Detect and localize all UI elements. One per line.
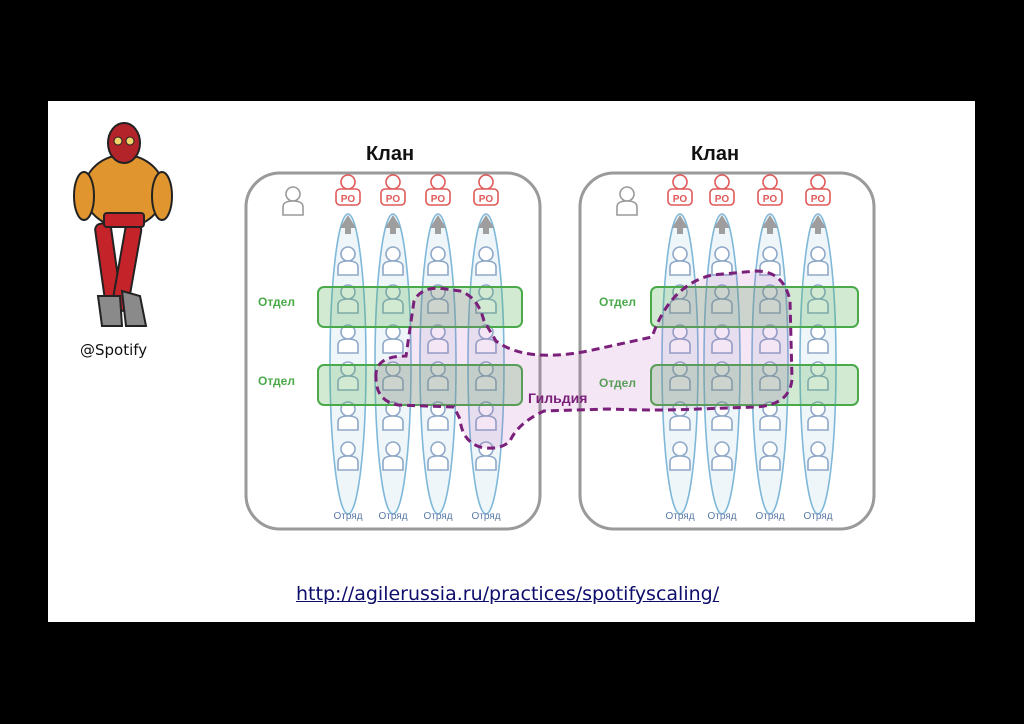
- squad-member-icon: [711, 324, 733, 354]
- squad-member-icon: [427, 284, 449, 314]
- squad-member-icon: [807, 324, 829, 354]
- po-label: PO: [763, 194, 778, 205]
- up-arrow-stem: [435, 226, 441, 234]
- squad-label: Отряд: [755, 511, 784, 522]
- squad-member-icon: [337, 324, 359, 354]
- caption: @Spotify: [80, 341, 148, 359]
- po-label: PO: [386, 194, 401, 205]
- up-arrow-stem: [677, 226, 683, 234]
- guild-label: Гильдия: [528, 390, 587, 406]
- po-label: PO: [715, 194, 730, 205]
- squad-member-icon: [382, 441, 404, 471]
- squad-member-icon: [807, 284, 829, 314]
- product-owner-icon: [380, 174, 406, 206]
- squad-member-icon: [759, 441, 781, 471]
- up-arrow-icon: [714, 215, 730, 228]
- chapter-band: [650, 286, 859, 328]
- squad-member-icon: [759, 284, 781, 314]
- tribe-lead-icon: [282, 186, 304, 216]
- tribe-title: Клан: [366, 143, 414, 165]
- tribe-title: Клан: [691, 143, 739, 165]
- squad-member-icon: [669, 441, 691, 471]
- squad-label: Отряд: [471, 511, 500, 522]
- squad-member-icon: [382, 246, 404, 276]
- up-arrow-icon: [810, 215, 826, 228]
- chapter-label: Отдел: [599, 376, 636, 390]
- squad-member-icon: [427, 324, 449, 354]
- squad-member-icon: [382, 324, 404, 354]
- product-owner-icon: [757, 174, 783, 206]
- squad-member-icon: [807, 246, 829, 276]
- squad-member-icon: [337, 284, 359, 314]
- up-arrow-stem: [483, 226, 489, 234]
- po-label: PO: [811, 194, 826, 205]
- up-arrow-stem: [815, 226, 821, 234]
- squad-member-icon: [711, 284, 733, 314]
- squad-label: Отряд: [665, 511, 694, 522]
- squad-member-icon: [759, 324, 781, 354]
- squad-label: Отряд: [707, 511, 736, 522]
- up-arrow-icon: [340, 215, 356, 228]
- chapter-band: [650, 364, 859, 406]
- chapter-label: Отдел: [258, 374, 295, 388]
- squad-label: Отряд: [423, 511, 452, 522]
- product-owner-icon: [667, 174, 693, 206]
- squad-member-icon: [337, 246, 359, 276]
- squad-member-icon: [337, 441, 359, 471]
- guild-outline: [374, 269, 794, 450]
- up-arrow-stem: [767, 226, 773, 234]
- up-arrow-icon: [430, 215, 446, 228]
- squad-label: Отряд: [803, 511, 832, 522]
- squad-member-icon: [669, 246, 691, 276]
- product-owner-icon: [805, 174, 831, 206]
- squad-member-icon: [475, 441, 497, 471]
- up-arrow-icon: [762, 215, 778, 228]
- squad-label: Отряд: [378, 511, 407, 522]
- squad-member-icon: [475, 246, 497, 276]
- product-owner-icon: [335, 174, 361, 206]
- squad-member-icon: [382, 284, 404, 314]
- squad-member-icon: [427, 246, 449, 276]
- squad-member-icon: [807, 441, 829, 471]
- squad-member-icon: [711, 441, 733, 471]
- squad-label: Отряд: [333, 511, 362, 522]
- chapter-label: Отдел: [258, 295, 295, 309]
- squad-member-icon: [711, 246, 733, 276]
- po-label: PO: [341, 194, 356, 205]
- product-owner-icon: [709, 174, 735, 206]
- chapter-label: Отдел: [599, 295, 636, 309]
- source-link[interactable]: http://agilerussia.ru/practices/spotifys…: [296, 583, 720, 605]
- up-arrow-icon: [478, 215, 494, 228]
- up-arrow-icon: [385, 215, 401, 228]
- product-owner-icon: [473, 174, 499, 206]
- po-label: PO: [673, 194, 688, 205]
- squad-member-icon: [427, 441, 449, 471]
- up-arrow-icon: [672, 215, 688, 228]
- tribe-lead-icon: [616, 186, 638, 216]
- po-label: PO: [479, 194, 494, 205]
- up-arrow-stem: [390, 226, 396, 234]
- product-owner-icon: [425, 174, 451, 206]
- up-arrow-stem: [345, 226, 351, 234]
- squad-member-icon: [669, 324, 691, 354]
- up-arrow-stem: [719, 226, 725, 234]
- po-label: PO: [431, 194, 446, 205]
- squad-member-icon: [759, 246, 781, 276]
- wrestler-mascot-icon: [73, 122, 173, 327]
